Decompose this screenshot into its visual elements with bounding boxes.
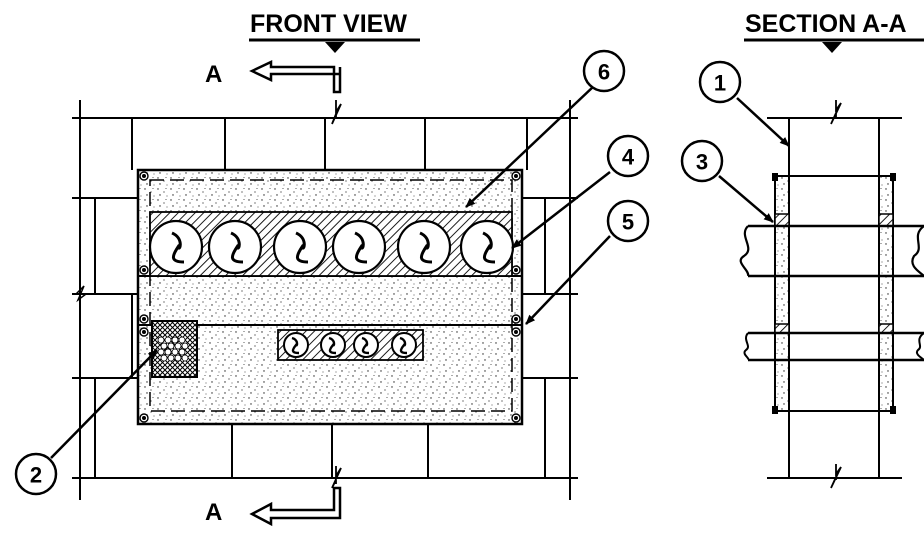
callout-1: 1 (698, 60, 742, 104)
callout-2-label: 2 (30, 463, 42, 488)
callout-2: 2 (14, 452, 58, 496)
section-title-marker (822, 42, 842, 53)
break-line-left (72, 285, 90, 303)
front-view: FRONT VIEW A A (72, 10, 578, 527)
front-view-title: FRONT VIEW (250, 10, 407, 38)
section-mark-bottom-letter: A (205, 499, 222, 526)
sleeve-outline-dashed (149, 179, 513, 412)
section-arrow-top (249, 60, 342, 94)
break-line-top (331, 100, 342, 125)
section-cable-small-end (743, 332, 750, 361)
section-cable-small-end-right (915, 332, 924, 361)
section-seal-left (774, 175, 790, 412)
section-wrap-1r (878, 213, 894, 227)
section-break-top (830, 100, 842, 125)
section-cable-large (748, 224, 924, 278)
section-seal-right (878, 175, 894, 412)
break-line-bottom (331, 466, 342, 489)
leader-6 (465, 85, 595, 208)
callout-3: 3 (680, 139, 724, 183)
leader-4 (511, 171, 611, 249)
leader-1 (736, 97, 790, 147)
packing-circles (157, 336, 189, 362)
callout-4-label: 4 (622, 145, 635, 170)
wrap-strip-large (149, 211, 513, 277)
leader-3 (718, 175, 774, 223)
section-cable-large-end-right (911, 225, 924, 277)
callouts: 6 4 5 2 1 3 (14, 49, 790, 496)
leader-5 (525, 235, 611, 325)
section-cable-large-end (739, 225, 750, 277)
section-anchors (772, 173, 896, 414)
callout-5: 5 (606, 199, 650, 243)
section-wrap-2l (774, 323, 790, 334)
section-wrap-2r (878, 323, 894, 334)
firestop-sealant-fill (136, 168, 524, 426)
callout-1-label: 1 (714, 71, 726, 96)
callout-5-label: 5 (622, 210, 634, 235)
section-arrow-bottom (249, 486, 342, 527)
section-wrap-1l (774, 213, 790, 227)
frame-anchors (139, 171, 521, 423)
small-cables (283, 332, 417, 358)
section-mark-top-letter: A (205, 61, 222, 88)
section-view-title: SECTION A-A (745, 10, 907, 38)
front-title-marker (325, 42, 345, 53)
leader-2 (50, 349, 158, 459)
callout-3-label: 3 (696, 150, 708, 175)
callout-4: 4 (606, 134, 650, 178)
section-cable-small (748, 331, 924, 362)
section-break-bottom (830, 464, 842, 489)
brick-wall (72, 100, 578, 500)
large-cables (148, 219, 515, 275)
section-view: SECTION A-A (739, 10, 924, 489)
callout-6: 6 (582, 49, 626, 93)
callout-6-label: 6 (598, 60, 610, 85)
